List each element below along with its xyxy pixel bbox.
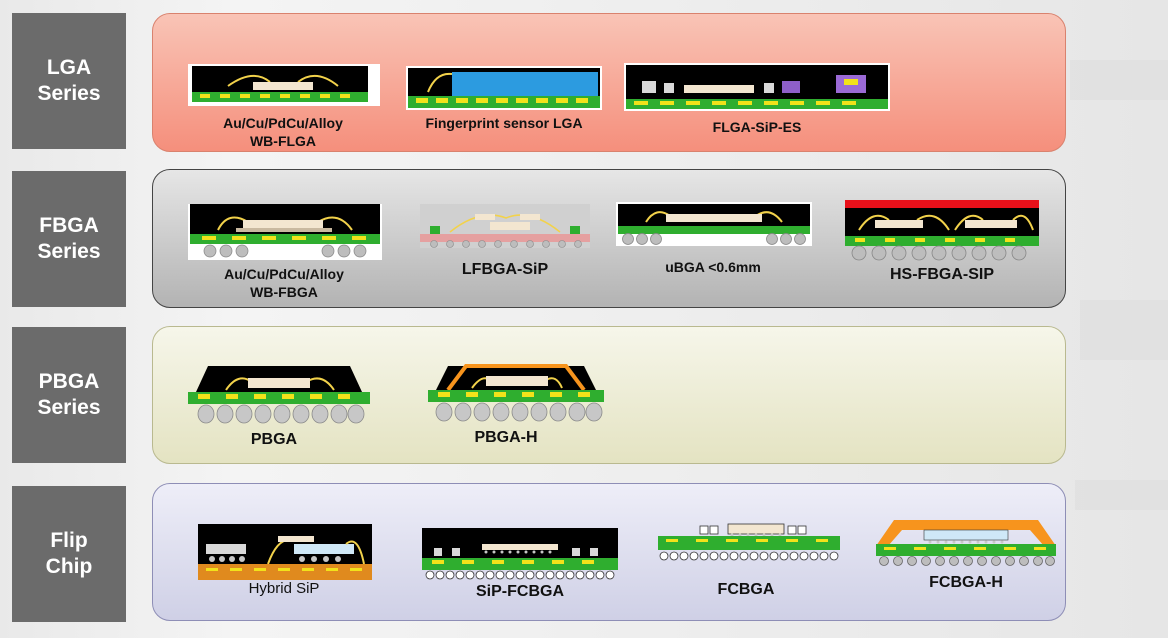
sip-fcbga-diagram (422, 528, 618, 580)
ubga-diagram (616, 202, 812, 246)
hs-fbga-sip-diagram (845, 200, 1039, 262)
series-label-line1: FBGA (39, 214, 99, 237)
series-label-line2: Series (37, 396, 101, 419)
label-line1: Hybrid SiP (248, 580, 320, 597)
label-line1: Fingerprint sensor LGA (425, 115, 583, 131)
wb-fbga-label: Au/Cu/PdCu/Alloy WB-FBGA (188, 265, 380, 301)
series-label-line2: Chip (45, 555, 93, 578)
label-line2: WB-FLGA (249, 133, 317, 149)
pbga-h-label: PBGA-H (446, 429, 566, 447)
lfbga-sip-label: LFBGA-SiP (420, 261, 590, 279)
series-label-fbga: FBGA Series (12, 171, 126, 307)
fcbga-h-label: FCBGA-H (896, 574, 1036, 592)
label-line1: Au/Cu/PdCu/Alloy (223, 115, 343, 131)
label-line1: FCBGA (717, 581, 775, 598)
fcbga-diagram (656, 522, 842, 566)
label-line1: HS-FBGA-SIP (890, 266, 994, 283)
label-line1: FCBGA-H (929, 574, 1003, 591)
pbga-diagram (186, 364, 372, 426)
series-label-line2: Series (37, 240, 101, 263)
fingerprint-sensor-lga-diagram (406, 66, 602, 110)
fcbga-label: FCBGA (686, 581, 806, 599)
series-label-flip-chip: Flip Chip (12, 486, 126, 622)
wb-flga-label: Au/Cu/PdCu/Alloy WB-FLGA (188, 114, 378, 150)
wb-fbga-diagram (188, 204, 382, 260)
series-label-line1: PBGA (38, 370, 100, 393)
flga-sip-es-label: FLGA-SiP-ES (624, 118, 890, 136)
pbga-label: PBGA (214, 431, 334, 449)
series-label-lga: LGA Series (12, 13, 126, 149)
label-line1: SiP-FCBGA (476, 583, 564, 600)
fingerprint-sensor-lga-label: Fingerprint sensor LGA (406, 114, 602, 132)
label-line1: Au/Cu/PdCu/Alloy (224, 266, 344, 282)
hs-fbga-sip-label: HS-FBGA-SIP (845, 266, 1039, 284)
label-line1: PBGA-H (474, 429, 538, 446)
lfbga-sip-diagram (420, 204, 590, 248)
ubga-label: uBGA <0.6mm (626, 258, 800, 276)
flga-sip-es-diagram (624, 63, 890, 111)
series-label-line1: Flip (50, 529, 88, 552)
series-label-line1: LGA (46, 56, 92, 79)
background-stripe (1080, 300, 1168, 360)
label-line2: WB-FBGA (250, 284, 318, 300)
pbga-h-diagram (426, 360, 606, 422)
hybrid-sip-diagram (198, 524, 372, 580)
background-stripe (1075, 480, 1168, 510)
label-line1: uBGA <0.6mm (665, 259, 761, 275)
fcbga-h-diagram (874, 516, 1058, 568)
series-label-line2: Series (37, 82, 101, 105)
label-line1: LFBGA-SiP (461, 261, 549, 278)
background-stripe (1070, 60, 1168, 100)
series-label-pbga: PBGA Series (12, 327, 126, 463)
label-line1: PBGA (250, 431, 298, 448)
hybrid-sip-label: Hybrid SiP (214, 580, 354, 598)
wb-flga-diagram (188, 64, 380, 106)
sip-fcbga-label: SiP-FCBGA (440, 583, 600, 601)
label-line1: FLGA-SiP-ES (712, 119, 802, 135)
